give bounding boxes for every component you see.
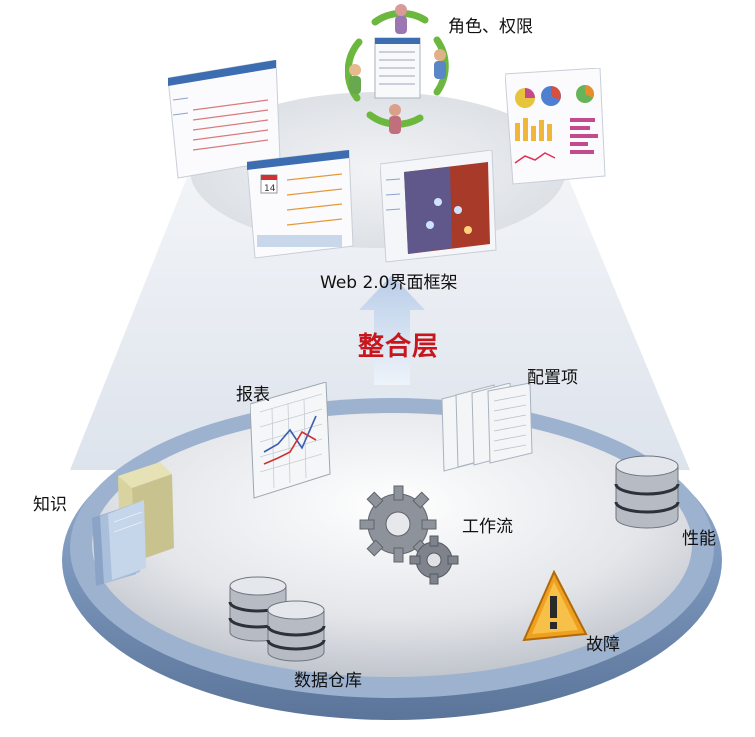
database-icon bbox=[614, 455, 680, 529]
performance-label: 性能 bbox=[682, 529, 716, 549]
up-arrow-icon bbox=[359, 275, 425, 385]
report-chart-icon bbox=[250, 382, 331, 499]
workflow-label: 工作流 bbox=[462, 517, 513, 537]
database-icon bbox=[228, 576, 326, 662]
web-framework-label: Web 2.0界面框架 bbox=[320, 273, 458, 293]
knowledge-label: 知识 bbox=[33, 495, 67, 515]
person-icon bbox=[434, 49, 446, 79]
roles-permissions-label: 角色、权限 bbox=[448, 17, 533, 37]
config-items-label: 配置项 bbox=[527, 368, 578, 388]
books-icon bbox=[92, 462, 174, 586]
data-warehouse-label: 数据仓库 bbox=[294, 671, 362, 691]
report-label: 报表 bbox=[236, 385, 270, 405]
integration-layer-title: 整合层 bbox=[358, 332, 440, 362]
warning-icon bbox=[522, 570, 588, 642]
documents-icon bbox=[441, 383, 533, 472]
svg-text:14: 14 bbox=[264, 184, 276, 194]
person-icon bbox=[395, 4, 407, 34]
gears-icon bbox=[359, 485, 459, 585]
person-icon bbox=[349, 64, 361, 94]
person-icon bbox=[389, 104, 401, 134]
screenshot-dashboard bbox=[505, 68, 606, 185]
screenshot-left bbox=[168, 60, 281, 179]
fault-label: 故障 bbox=[586, 635, 620, 655]
screenshot-center bbox=[380, 150, 497, 263]
cycle-arrows-icon bbox=[345, 4, 449, 134]
screenshot-calendar: 14 bbox=[247, 150, 354, 259]
